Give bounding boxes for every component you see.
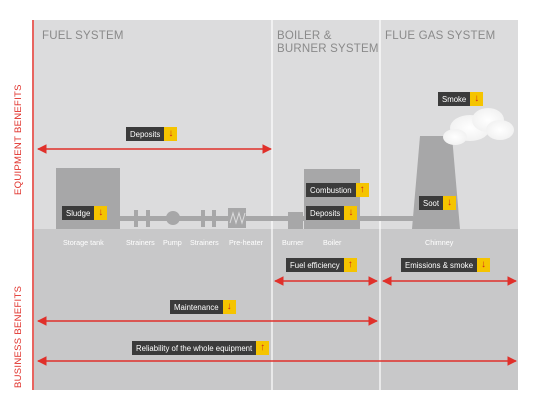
component-label-strainers: Strainers [190,238,219,247]
smoke-cloud [443,108,514,145]
arrow-down-icon: ↓ [477,258,491,272]
tag-label: Deposits [130,129,161,139]
tag-label: Maintenance [174,302,219,312]
tag-soot: Soot ↓ [419,196,457,210]
component-label-pre-heater: Pre-heater [229,238,263,247]
component-label-storage-tank: Storage tank [63,238,104,247]
tag-label: Fuel efficiency [290,260,340,270]
tag-label: Combustion [310,185,352,195]
strainer-shape [134,210,138,227]
tag-sludge: Sludge ↓ [62,206,108,220]
side-label-equipment: EQUIPMENT BENEFITS [13,84,24,195]
tag-label: Reliability of the whole equipment [136,343,253,353]
component-label-burner: Burner [282,238,304,247]
component-label-pump: Pump [163,238,182,247]
tag-emissions-smoke: Emissions & smoke ↓ [401,258,491,272]
business-panel [34,229,518,390]
tag-label: Deposits [310,208,341,218]
tag-smoke: Smoke ↓ [438,92,484,106]
component-label-boiler: Boiler [323,238,342,247]
arrow-down-icon: ↓ [470,92,484,106]
tag-label: Sludge [66,208,91,218]
zone-title-boiler-line1: BOILER & [277,30,332,42]
strainer-shape [201,210,205,227]
tag-deposits-fuel: Deposits ↓ [126,127,178,141]
zone-title-fuel-system: FUEL SYSTEM [42,30,124,42]
arrow-down-icon: ↓ [164,127,178,141]
component-label-strainers: Strainers [126,238,155,247]
arrow-down-icon: ↓ [344,206,358,220]
arrow-down-icon: ↓ [94,206,108,220]
tag-fuel-efficiency: Fuel efficiency ↑ [286,258,357,272]
side-label-business: BUSINESS BENEFITS [13,285,24,388]
tag-deposits-boiler: Deposits ↓ [306,206,358,220]
component-label-chimney: Chimney [425,238,454,247]
zone-title-boiler-line2: BURNER SYSTEM [277,43,379,55]
arrow-up-icon: ↑ [343,258,357,272]
chimney-shape [412,136,460,229]
pump-shape [166,211,180,225]
zone-title-flue-gas: FLUE GAS SYSTEM [385,30,496,42]
arrow-down-icon: ↓ [443,196,457,210]
strainer-shape [146,210,150,227]
tag-combustion: Combustion ↑ [306,183,369,197]
tag-label: Smoke [442,94,467,104]
boiler-shape [304,169,360,229]
arrow-down-icon: ↓ [222,300,236,314]
tag-label: Emissions & smoke [405,260,474,270]
arrow-up-icon: ↑ [256,341,270,355]
arrow-up-icon: ↑ [355,183,369,197]
tag-maintenance: Maintenance ↓ [170,300,236,314]
tag-label: Soot [423,198,440,208]
tag-reliability: Reliability of the whole equipment ↑ [132,341,270,355]
strainer-shape [212,210,216,227]
burner-shape [288,212,303,229]
